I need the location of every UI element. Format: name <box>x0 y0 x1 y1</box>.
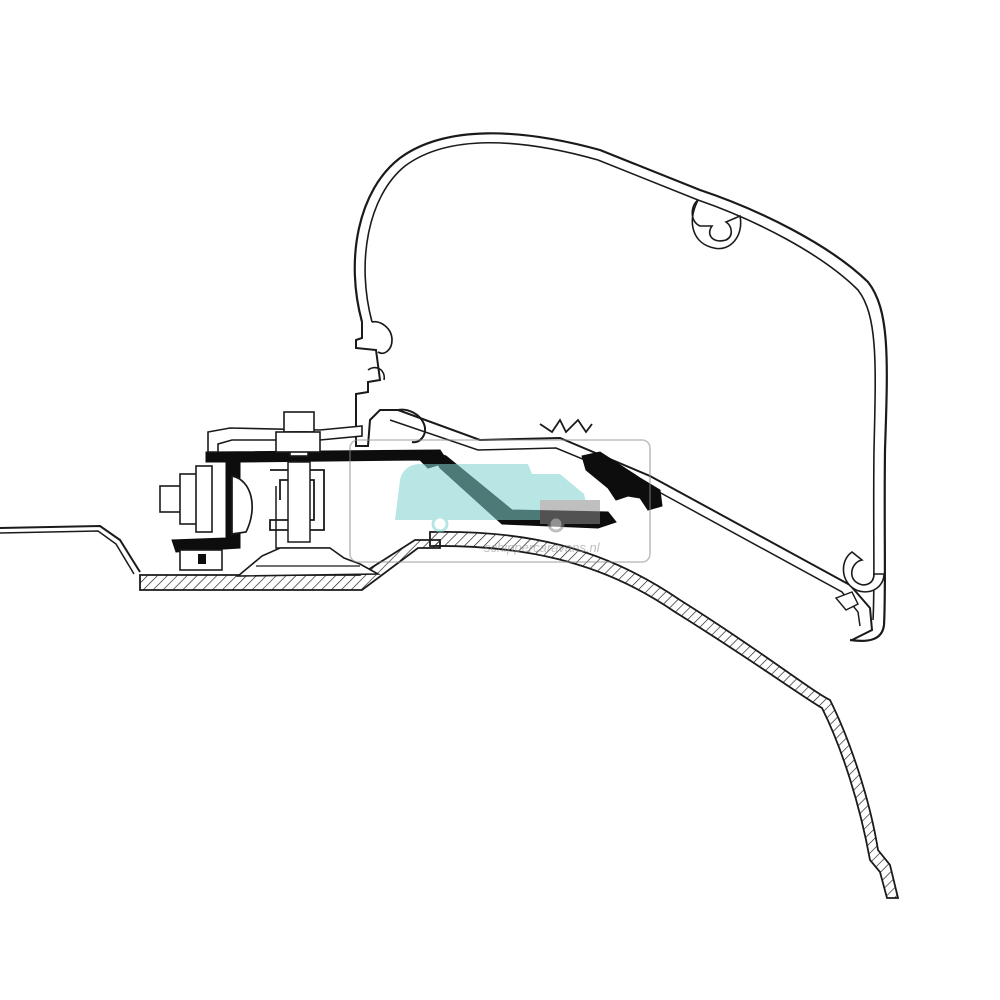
housing-top-rib <box>539 418 593 434</box>
roof-skin-left <box>0 524 141 573</box>
awning-housing-inner <box>364 141 877 621</box>
awning-bottom-plate <box>397 409 874 641</box>
adapter-front-hook-black <box>581 451 663 511</box>
awning-housing <box>353 132 888 642</box>
bracket-foot <box>235 547 382 577</box>
watermark: schippercaravans.nl <box>349 439 651 563</box>
housing-front-clip <box>842 551 885 593</box>
bolt-head <box>283 411 315 433</box>
housing-rear-leg <box>355 322 398 447</box>
vehicle-side-panel-hatched <box>429 530 900 899</box>
vehicle-roof-panel <box>0 524 900 899</box>
caravan-logo-icon <box>395 464 600 533</box>
housing-hook <box>397 408 426 444</box>
housing-top-clip <box>691 199 742 250</box>
watermark-frame <box>349 439 651 563</box>
mounting-bracket <box>159 411 382 577</box>
awning-housing-outer <box>353 132 888 642</box>
watermark-text: schippercaravans.nl <box>484 540 601 555</box>
rubber-cap <box>231 474 253 535</box>
roof-gutter-hatched <box>139 539 441 591</box>
